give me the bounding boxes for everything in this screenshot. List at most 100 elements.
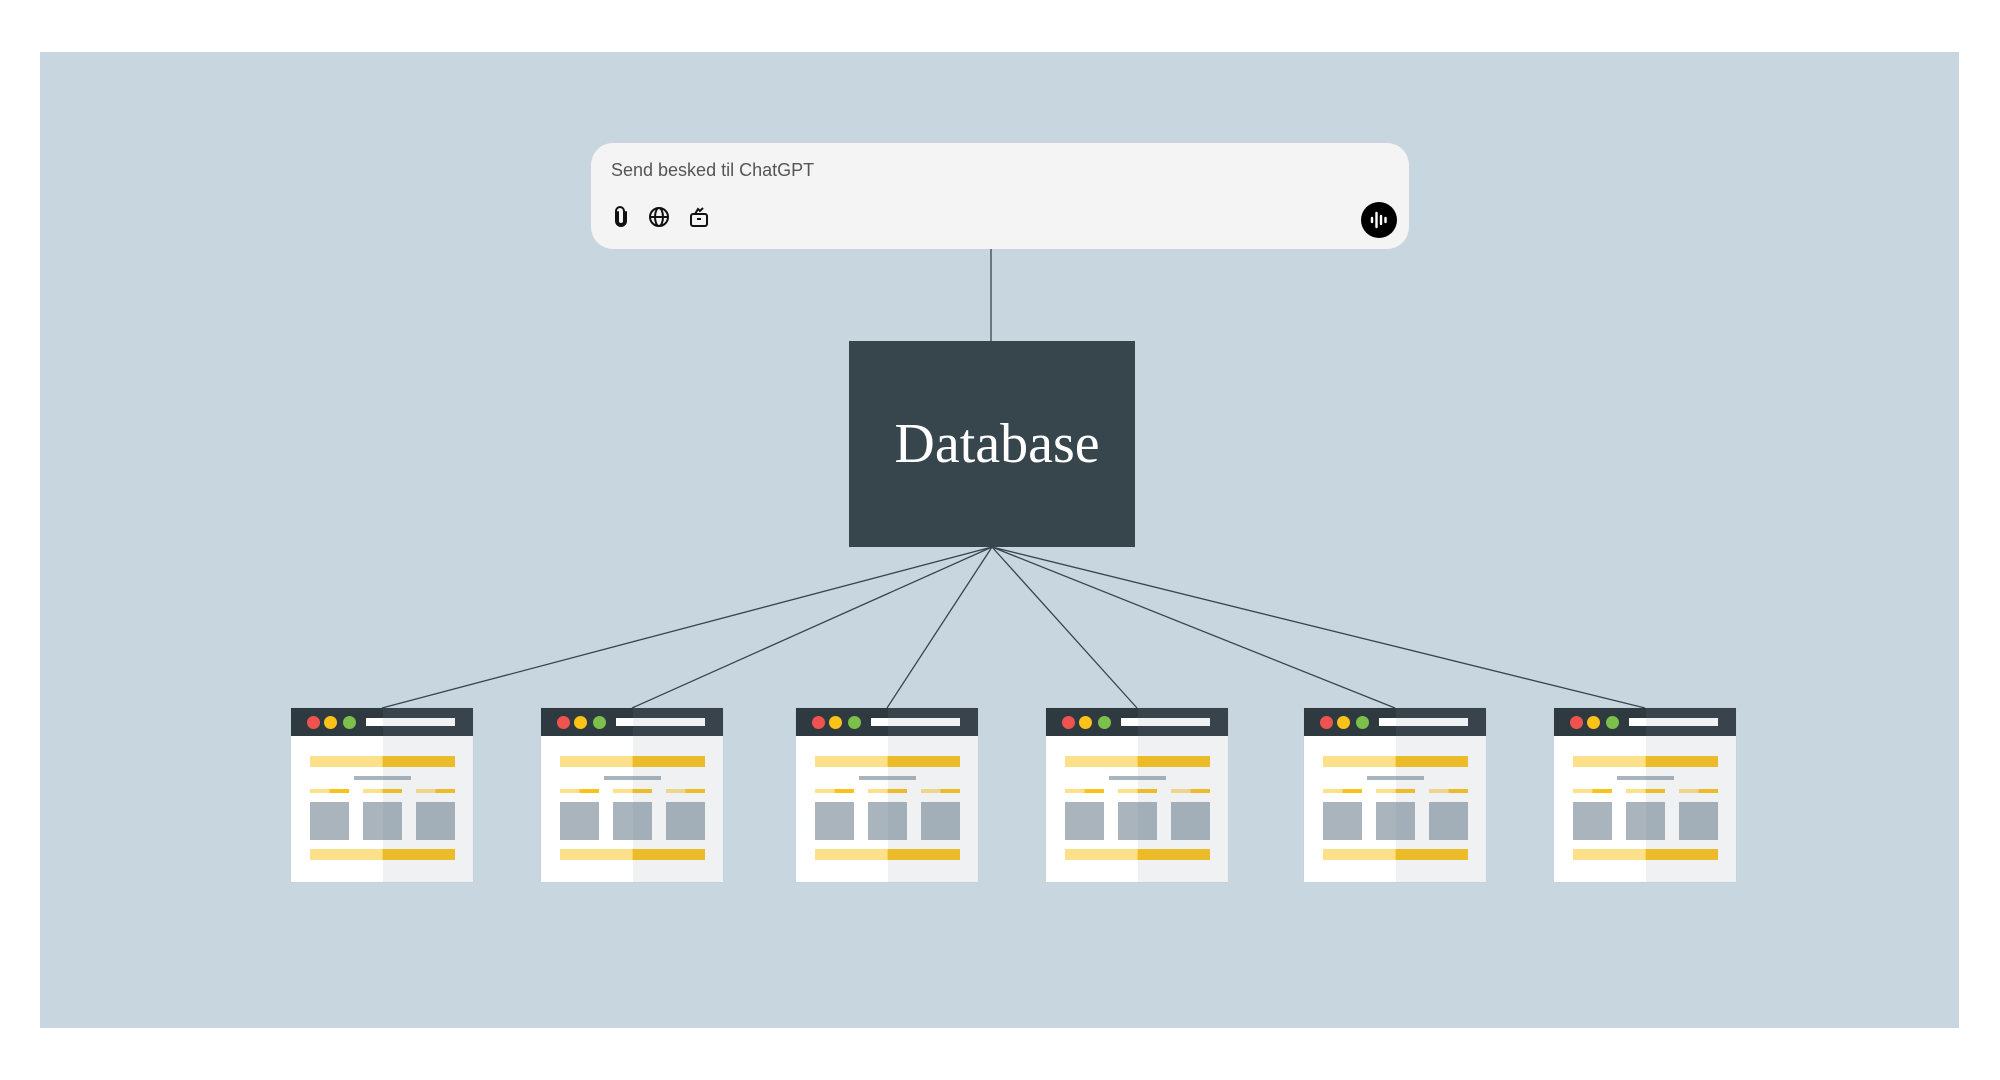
database-box: Database (849, 341, 1135, 547)
column-heading-line (310, 789, 349, 793)
column-image-block (1429, 802, 1468, 840)
window-control-dot (593, 716, 606, 729)
column-heading-line (1118, 789, 1157, 793)
window-control-dot (1337, 716, 1350, 729)
toolbox-icon[interactable] (687, 205, 711, 229)
column-image-block (921, 802, 960, 840)
database-to-website-line (991, 546, 1646, 709)
address-bar (1629, 718, 1718, 726)
window-control-dot (1098, 716, 1111, 729)
column-heading-line (1679, 789, 1718, 793)
waveform-icon (1370, 211, 1387, 229)
column-heading-line (363, 789, 402, 793)
column-heading-line (1065, 789, 1104, 793)
window-shade (383, 708, 473, 882)
column-heading-line (815, 789, 854, 793)
column-image-block (363, 802, 402, 840)
footer-block (815, 849, 960, 860)
address-bar (616, 718, 705, 726)
column-heading-line (416, 789, 455, 793)
column-image-block (613, 802, 652, 840)
subtitle-line (859, 776, 916, 780)
subtitle-line (604, 776, 661, 780)
window-control-dot (848, 716, 861, 729)
window-shade (1138, 708, 1228, 882)
window-control-dot (1356, 716, 1369, 729)
column-image-block (310, 802, 349, 840)
column-heading-line (921, 789, 960, 793)
column-image-block (1679, 802, 1718, 840)
database-to-website-line (631, 546, 993, 709)
voice-mode-button[interactable] (1361, 202, 1397, 238)
window-shade (633, 708, 723, 882)
address-bar (1121, 718, 1210, 726)
window-control-dot (829, 716, 842, 729)
chat-input-box[interactable]: Send besked til ChatGPT (591, 143, 1409, 249)
website-window (541, 708, 723, 882)
column-image-block (1118, 802, 1157, 840)
subtitle-line (1367, 776, 1424, 780)
column-image-block (666, 802, 705, 840)
column-heading-line (1376, 789, 1415, 793)
footer-block (1065, 849, 1210, 860)
database-to-website-line (991, 546, 1138, 709)
header-block (560, 756, 705, 767)
footer-block (560, 849, 705, 860)
column-image-block (416, 802, 455, 840)
column-image-block (1065, 802, 1104, 840)
column-heading-line (1171, 789, 1210, 793)
header-block (815, 756, 960, 767)
window-control-dot (307, 716, 320, 729)
window-control-dot (812, 716, 825, 729)
header-block (1573, 756, 1718, 767)
database-to-website-line (991, 546, 1396, 709)
window-control-dot (1062, 716, 1075, 729)
column-image-block (1573, 802, 1612, 840)
database-to-website-line (381, 546, 993, 709)
website-window (1304, 708, 1486, 882)
column-heading-line (1429, 789, 1468, 793)
address-bar (366, 718, 455, 726)
database-label: Database (894, 413, 1100, 475)
column-image-block (560, 802, 599, 840)
website-window (1046, 708, 1228, 882)
chat-input-placeholder[interactable]: Send besked til ChatGPT (611, 160, 815, 180)
column-image-block (815, 802, 854, 840)
window-control-dot (343, 716, 356, 729)
footer-block (310, 849, 455, 860)
window-shade (1646, 708, 1736, 882)
window-control-dot (574, 716, 587, 729)
footer-block (1573, 849, 1718, 860)
window-control-dot (1570, 716, 1583, 729)
column-heading-line (1323, 789, 1362, 793)
column-image-block (1323, 802, 1362, 840)
window-control-dot (1587, 716, 1600, 729)
window-control-dot (324, 716, 337, 729)
column-image-block (1626, 802, 1665, 840)
column-heading-line (560, 789, 599, 793)
window-shade (1396, 708, 1486, 882)
subtitle-line (354, 776, 411, 780)
column-heading-line (666, 789, 705, 793)
window-control-dot (1079, 716, 1092, 729)
website-window (1554, 708, 1736, 882)
address-bar (1379, 718, 1468, 726)
database-to-website-line (886, 546, 993, 709)
footer-block (1323, 849, 1468, 860)
window-control-dot (1606, 716, 1619, 729)
window-shade (888, 708, 978, 882)
column-heading-line (613, 789, 652, 793)
column-heading-line (1626, 789, 1665, 793)
window-control-dot (1320, 716, 1333, 729)
column-image-block (868, 802, 907, 840)
header-block (1065, 756, 1210, 767)
window-control-dot (557, 716, 570, 729)
website-window (796, 708, 978, 882)
header-block (310, 756, 455, 767)
column-image-block (1376, 802, 1415, 840)
paperclip-icon[interactable] (609, 205, 633, 229)
column-heading-line (1573, 789, 1612, 793)
subtitle-line (1617, 776, 1674, 780)
globe-icon[interactable] (647, 205, 671, 229)
